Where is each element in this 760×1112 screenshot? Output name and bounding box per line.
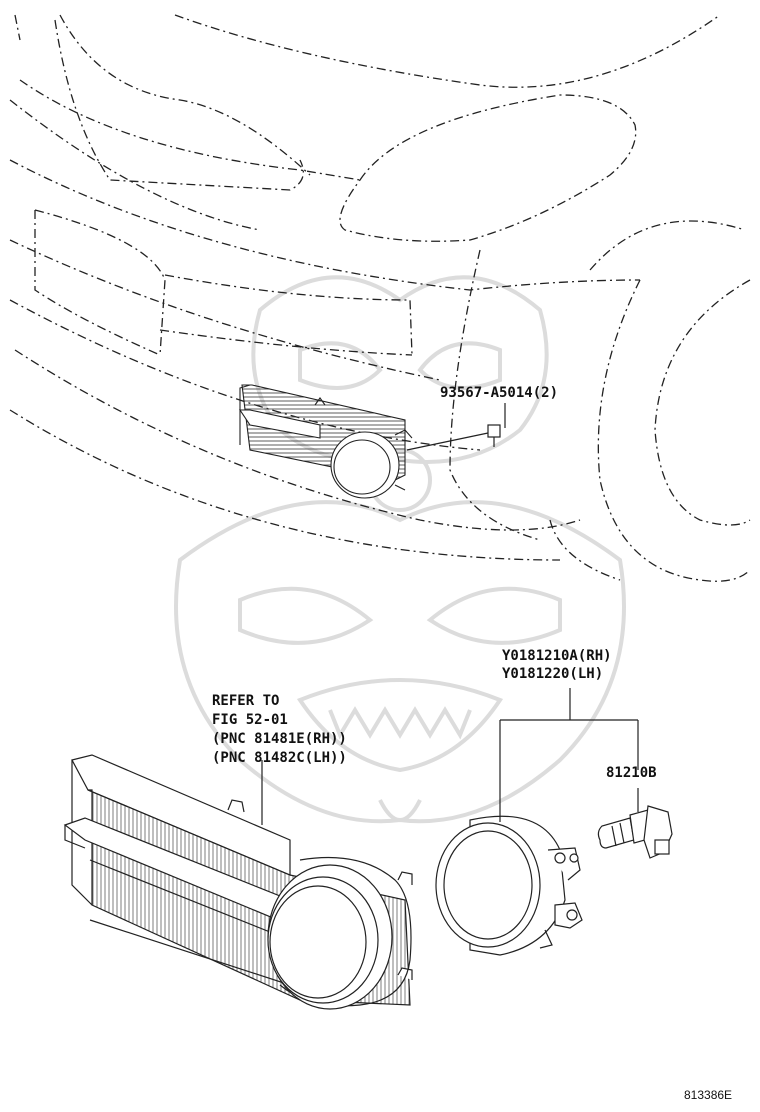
lamp-rh-part-number: Y0181210A(RH) (502, 648, 612, 664)
leader-lines (499, 688, 639, 822)
reference-note-line-4: (PNC 81482C(LH)) (212, 750, 347, 766)
bulb-part-number: 81210B (606, 765, 657, 781)
reference-note-line-1: REFER TO (212, 693, 280, 709)
clip-fastener (406, 403, 506, 451)
reference-note-line-3: (PNC 81481E(RH)) (212, 731, 347, 747)
vehicle-front-outline (9, 14, 751, 582)
reference-note-line-2: FIG 52-01 (212, 712, 288, 728)
clip-part-number: 93567-A5014(2) (440, 385, 559, 401)
figure-number: 813386E (684, 1088, 733, 1102)
grille-cover-exploded (63, 754, 413, 1010)
fog-lamp-unit (435, 815, 583, 956)
fog-lamp-bulb (597, 805, 673, 859)
installed-grille-assembly (238, 384, 413, 499)
lamp-lh-part-number: Y0181220(LH) (502, 666, 604, 682)
